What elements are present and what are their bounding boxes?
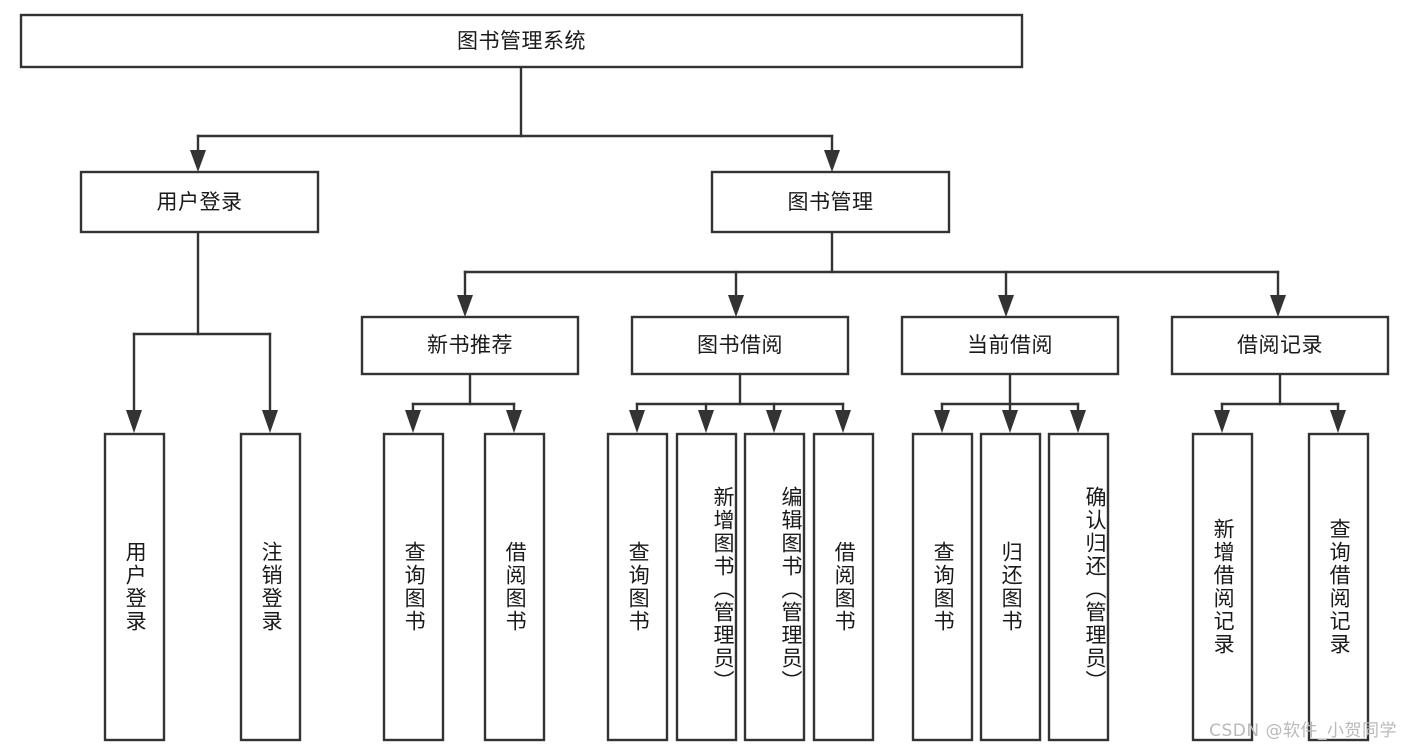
csdn-watermark: CSDN @软件_小贺同学 — [1209, 721, 1397, 741]
node-box-borrow-record[interactable] — [1170, 315, 1390, 376]
arrow-to-leaf-borrow-book-1 — [506, 410, 522, 433]
node-box-leaf-return-book[interactable] — [979, 432, 1042, 742]
node-box-book-borrow[interactable] — [630, 315, 850, 376]
node-box-leaf-edit-book[interactable] — [743, 432, 806, 742]
arrow-to-leaf-add-book — [698, 410, 714, 433]
node-box-leaf-user-login[interactable] — [103, 432, 166, 742]
node-box-leaf-logout[interactable] — [239, 432, 302, 742]
arrow-to-book-borrow — [728, 295, 744, 317]
node-box-leaf-query-book-2[interactable] — [606, 432, 669, 742]
node-box-leaf-add-book[interactable] — [675, 432, 738, 742]
arrow-to-leaf-query-book-2 — [629, 410, 645, 433]
node-box-leaf-query-book-1[interactable] — [382, 432, 445, 742]
arrow-to-leaf-add-record — [1214, 410, 1230, 433]
arrow-to-leaf-confirm-return — [1070, 410, 1086, 433]
arrow-to-leaf-query-record — [1330, 410, 1346, 433]
arrow-to-new-book-rec — [457, 295, 473, 317]
node-box-new-book-rec[interactable] — [360, 315, 580, 376]
node-box-layer — [19, 13, 1390, 742]
node-box-root[interactable] — [19, 13, 1024, 69]
arrow-to-user-login — [190, 150, 206, 172]
arrow-to-leaf-return-book — [1002, 410, 1018, 433]
node-box-leaf-borrow-book-1[interactable] — [483, 432, 546, 742]
arrow-to-leaf-query-book-1 — [405, 410, 421, 433]
arrow-to-leaf-user-login — [126, 410, 142, 433]
arrow-to-book-manage — [824, 150, 840, 172]
arrow-to-borrow-record — [1270, 295, 1286, 317]
node-box-leaf-borrow-book-2[interactable] — [812, 432, 875, 742]
arrow-to-current-borrow — [998, 295, 1014, 317]
node-box-leaf-query-record[interactable] — [1307, 432, 1370, 742]
node-box-current-borrow[interactable] — [900, 315, 1120, 376]
node-box-user-login[interactable] — [79, 170, 320, 234]
node-box-leaf-add-record[interactable] — [1191, 432, 1254, 742]
node-box-book-manage[interactable] — [710, 170, 951, 234]
arrow-to-leaf-logout — [262, 410, 278, 433]
node-box-leaf-query-book-3[interactable] — [911, 432, 974, 742]
arrow-to-leaf-borrow-book-2 — [835, 410, 851, 433]
node-box-leaf-confirm-return[interactable] — [1047, 432, 1110, 742]
arrow-to-leaf-edit-book — [766, 410, 782, 433]
arrow-to-leaf-query-book-3 — [934, 410, 950, 433]
connector-layer — [126, 65, 1346, 433]
